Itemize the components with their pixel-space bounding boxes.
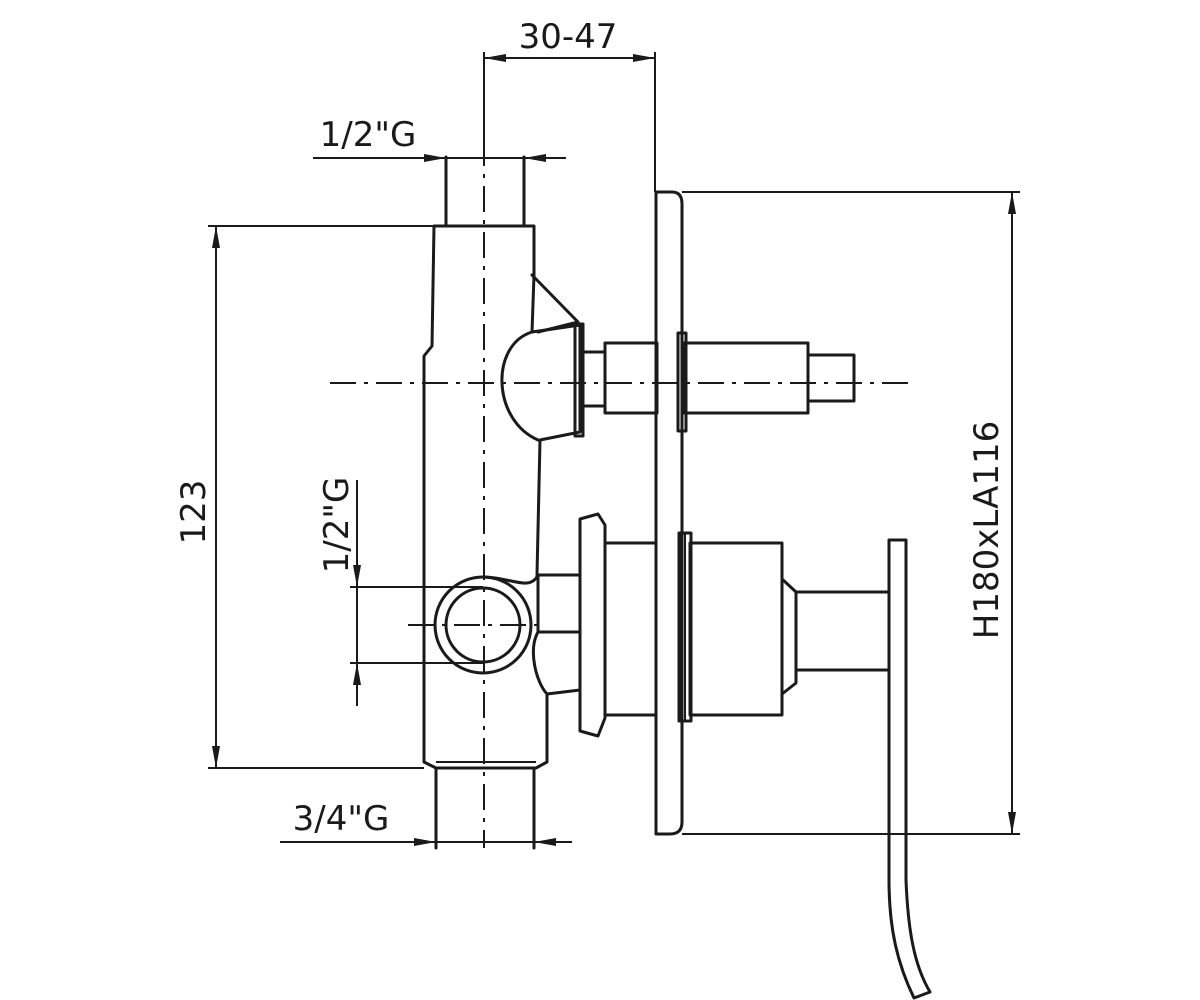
dimension-plate-size-label: H180xLA116: [967, 421, 1007, 639]
mixer-lever: [887, 538, 932, 1000]
dimension-123-label: 123: [174, 480, 214, 545]
dimension-plate-size: H180xLA116: [682, 191, 1020, 835]
valve-body: [422, 155, 582, 850]
cartridge-connector: [531, 573, 582, 696]
body-boss: [530, 273, 580, 334]
dimension-top-inlet: 1/2"G: [313, 115, 566, 162]
diverter-spindle: [573, 322, 856, 438]
top-inlet-stub: [444, 155, 526, 228]
bottom-outlet-stub: [434, 766, 536, 850]
cover-plate: [654, 190, 684, 836]
dimension-top-inlet-label: 1/2"G: [320, 115, 417, 155]
dimension-side-outlet: 1/2"G: [317, 477, 483, 706]
body-boss-curve: [500, 330, 540, 442]
dimension-30-47-label: 30-47: [519, 17, 618, 57]
mixer-cartridge: [578, 512, 891, 738]
dimension-bottom-outlet-label: 3/4"G: [293, 799, 390, 839]
dimension-bottom-outlet: 3/4"G: [280, 799, 572, 846]
dimension-30-47: 30-47: [483, 17, 656, 192]
dimension-side-outlet-label: 1/2"G: [317, 477, 357, 574]
body-outline: [422, 224, 582, 770]
dimension-123: 123: [174, 225, 434, 769]
